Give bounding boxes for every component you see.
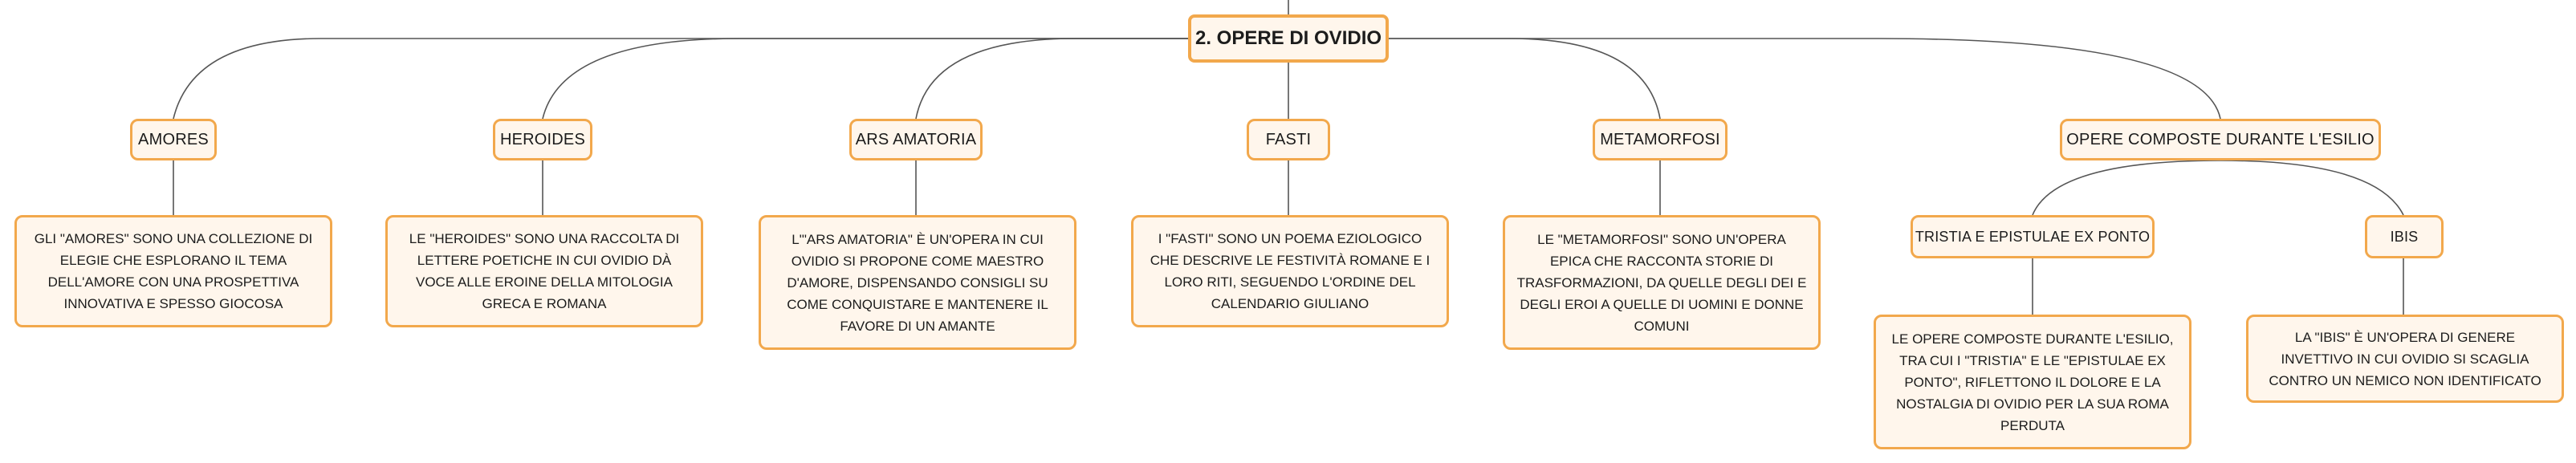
topic-heroides[interactable]: HEROIDES <box>493 119 592 160</box>
topic-heroides-label: HEROIDES <box>499 130 586 148</box>
description-heroides[interactable]: LE "HEROIDES" SONO UNA RACCOLTA DI LETTE… <box>385 215 703 327</box>
connector-root-amores <box>173 38 1191 120</box>
subtopic-ibis[interactable]: IBIS <box>2365 215 2444 258</box>
description-tristia-epistulae[interactable]: LE OPERE COMPOSTE DURANTE L'ESILIO, TRA … <box>1874 315 2191 449</box>
connector-root-metamorfosi <box>1389 38 1661 120</box>
topic-fasti[interactable]: FASTI <box>1247 119 1330 160</box>
description-fasti-text: I "FASTI" SONO UN POEMA EZIOLOGICO CHE D… <box>1150 231 1430 311</box>
topic-opere-esilio-label: OPERE COMPOSTE DURANTE L'ESILIO <box>2066 130 2375 148</box>
connector-esilio-ibis <box>2220 160 2404 216</box>
description-ibis[interactable]: LA "IBIS" È UN'OPERA DI GENERE INVETTIVO… <box>2246 315 2564 403</box>
connector-root-esilio <box>1389 38 2221 120</box>
description-metamorfosi[interactable]: LE "METAMORFOSI" SONO UN'OPERA EPICA CHE… <box>1503 215 1821 350</box>
topic-amores-label: AMORES <box>138 130 209 148</box>
subtopic-tristia-epistulae[interactable]: TRISTIA E EPISTULAE EX PONTO <box>1911 215 2155 258</box>
topic-metamorfosi[interactable]: METAMORFOSI <box>1593 119 1728 160</box>
description-tristia-epistulae-text: LE OPERE COMPOSTE DURANTE L'ESILIO, TRA … <box>1891 331 2174 433</box>
description-ars-amatoria[interactable]: L'"ARS AMATORIA" È UN'OPERA IN CUI OVIDI… <box>759 215 1076 350</box>
topic-metamorfosi-label: METAMORFOSI <box>1600 130 1720 148</box>
connector-root-heroides <box>542 38 1191 120</box>
connector-root-ars-amatoria <box>915 38 1191 120</box>
description-amores-text: GLI "AMORES" SONO UNA COLLEZIONE DI ELEG… <box>34 231 313 311</box>
connector-esilio-tristia <box>2032 160 2221 216</box>
description-metamorfosi-text: LE "METAMORFOSI" SONO UN'OPERA EPICA CHE… <box>1516 231 1807 334</box>
description-heroides-text: LE "HEROIDES" SONO UNA RACCOLTA DI LETTE… <box>409 231 680 311</box>
subtopic-tristia-epistulae-label: TRISTIA E EPISTULAE EX PONTO <box>1915 228 2151 245</box>
topic-amores[interactable]: AMORES <box>130 119 217 160</box>
description-ars-amatoria-text: L'"ARS AMATORIA" È UN'OPERA IN CUI OVIDI… <box>787 231 1048 334</box>
topic-opere-esilio[interactable]: OPERE COMPOSTE DURANTE L'ESILIO <box>2060 119 2381 160</box>
topic-ars-amatoria-label: ARS AMATORIA <box>855 130 977 148</box>
topic-fasti-label: FASTI <box>1265 130 1312 148</box>
description-ibis-text: LA "IBIS" È UN'OPERA DI GENERE INVETTIVO… <box>2269 329 2541 388</box>
topic-ars-amatoria[interactable]: ARS AMATORIA <box>849 119 983 160</box>
subtopic-ibis-label: IBIS <box>2390 228 2419 245</box>
description-fasti[interactable]: I "FASTI" SONO UN POEMA EZIOLOGICO CHE D… <box>1131 215 1449 327</box>
root-topic-label: 2. OPERE DI OVIDIO <box>1194 27 1382 49</box>
description-amores[interactable]: GLI "AMORES" SONO UNA COLLEZIONE DI ELEG… <box>14 215 332 327</box>
root-topic[interactable]: 2. OPERE DI OVIDIO <box>1188 14 1389 63</box>
